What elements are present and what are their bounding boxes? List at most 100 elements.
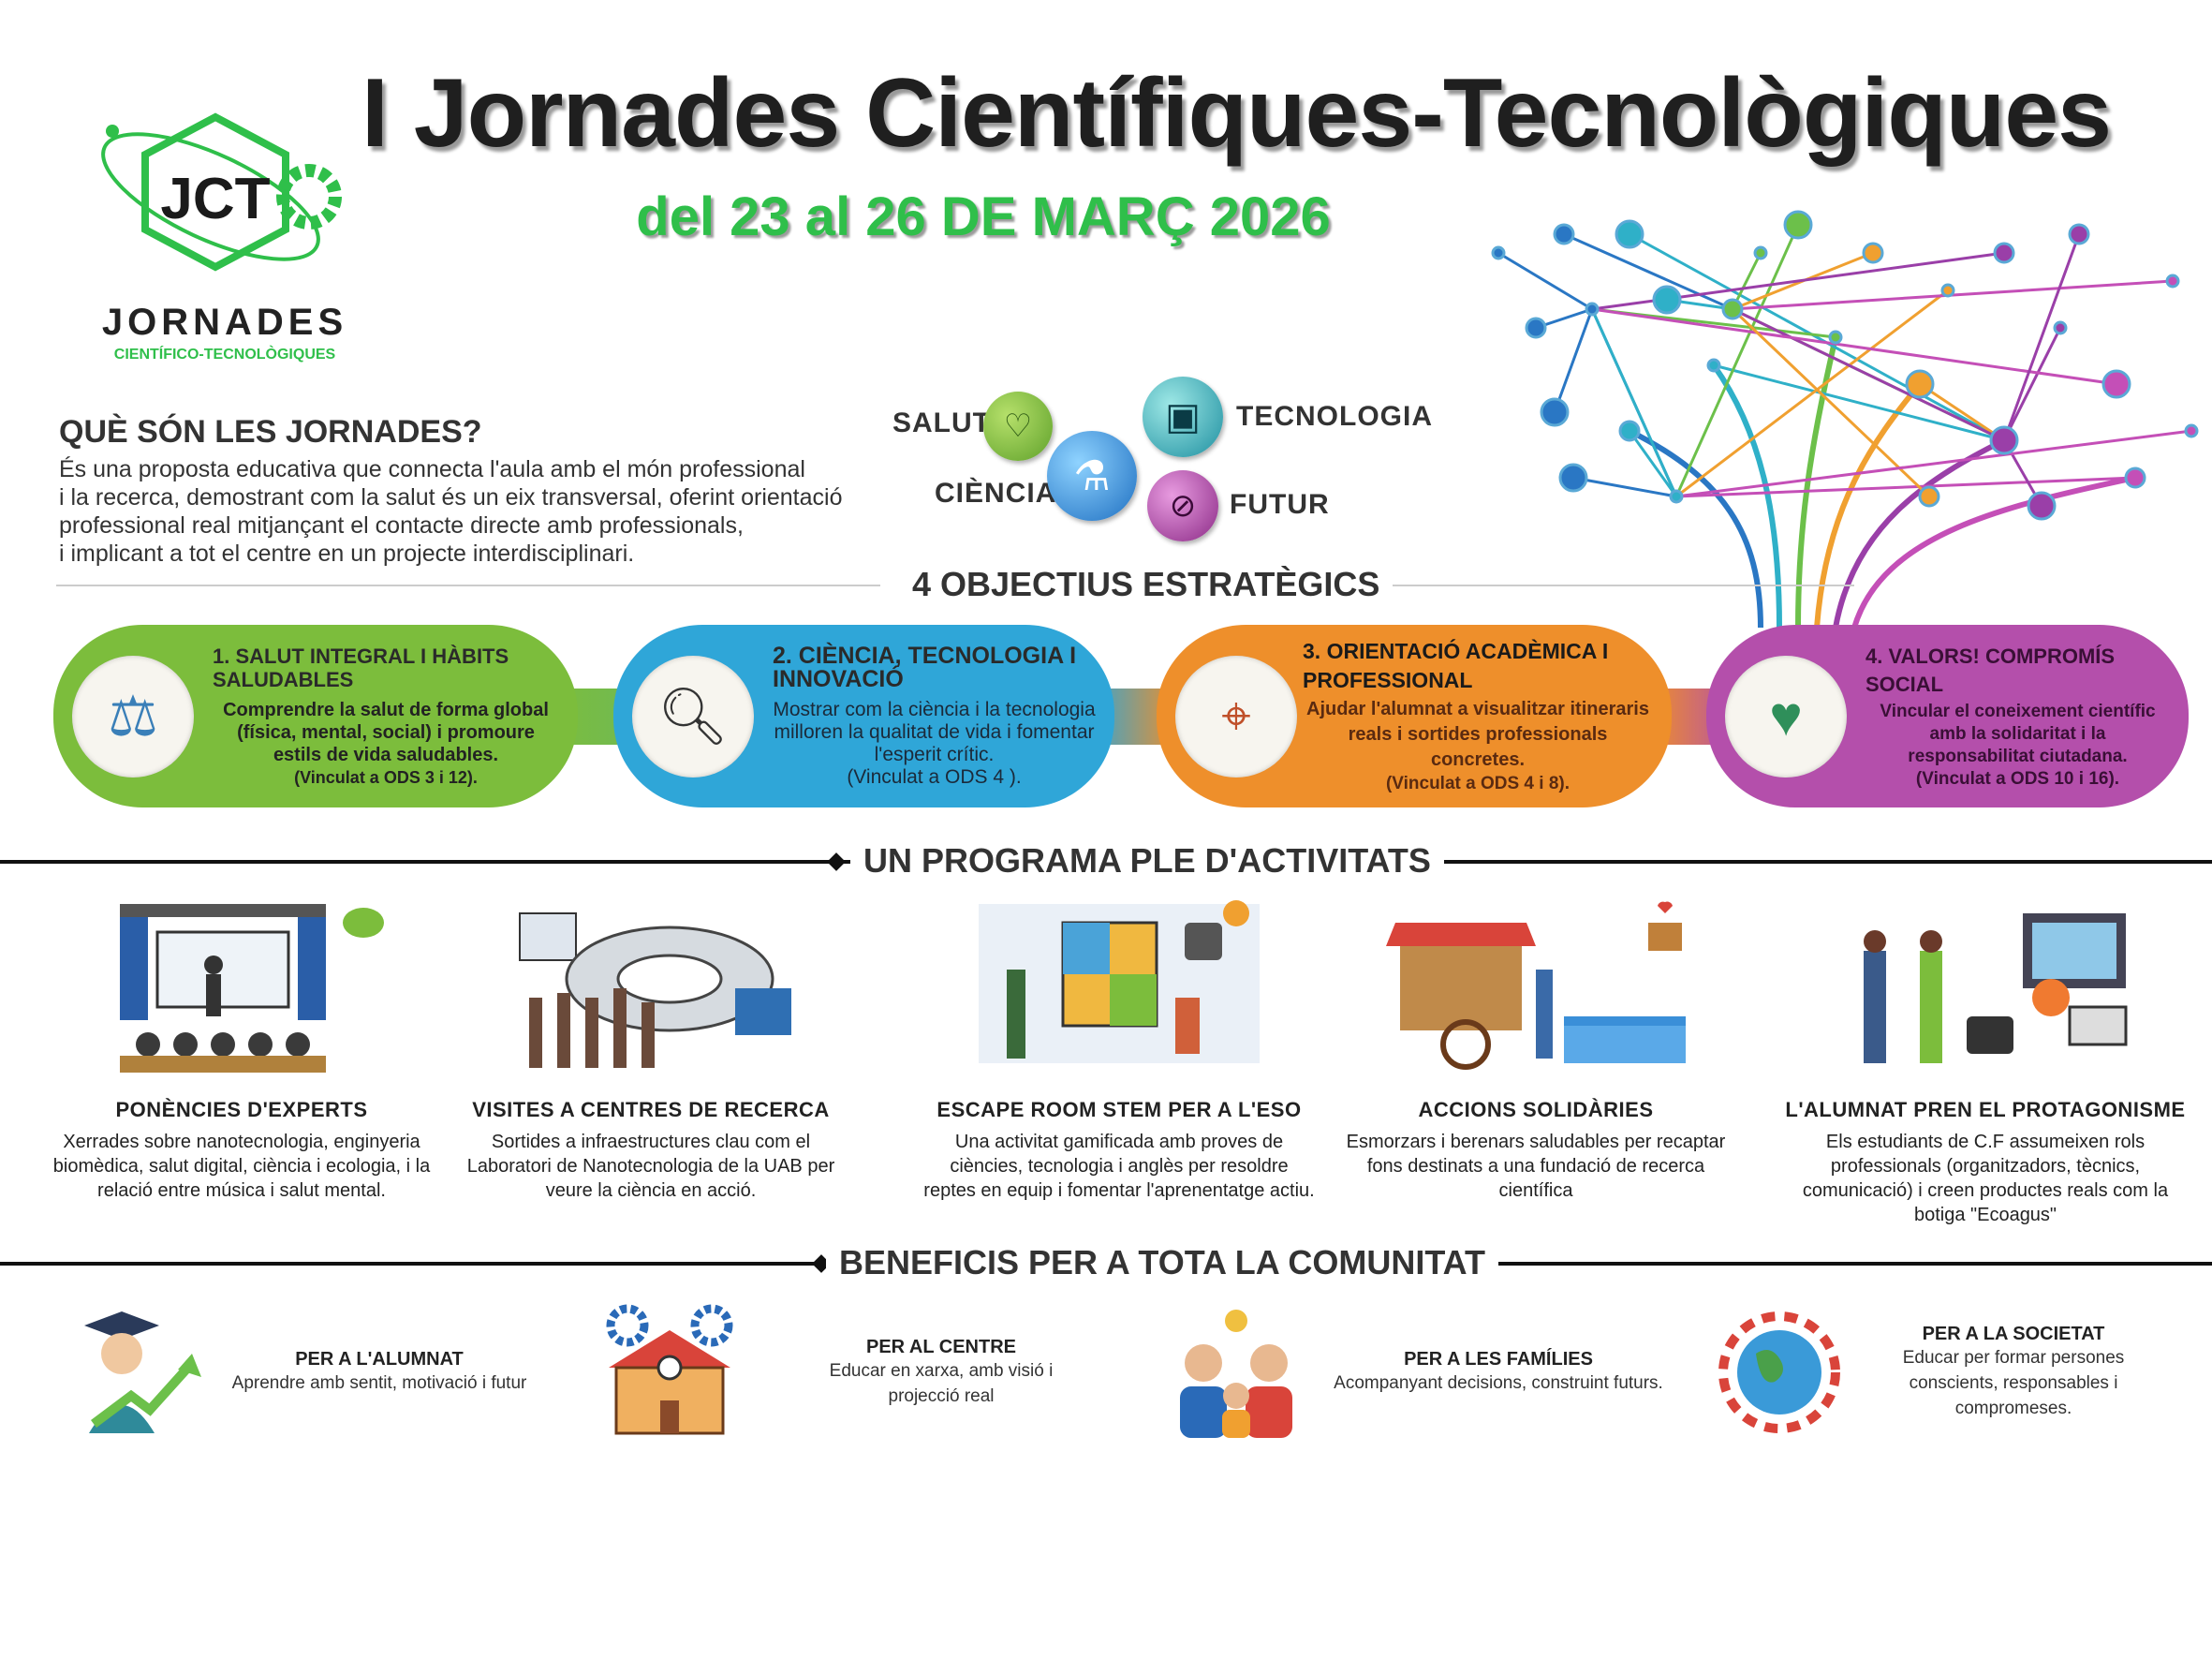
objectives-heading: 4 OBJECTIUS ESTRATÈGICS	[899, 565, 1394, 604]
benefit-text: Aprendre amb sentit, motivació i futur	[231, 1373, 527, 1393]
activity-title: ACCIONS SOLIDÀRIES	[1418, 1098, 1654, 1121]
network-node	[1721, 298, 1744, 320]
pillar-salut-label: SALUT	[892, 407, 991, 438]
network-node	[1993, 242, 2015, 264]
objective-ods: (Vinculat a ODS 3 i 12).	[294, 767, 478, 787]
network-link	[1713, 363, 2005, 442]
activity-title: ESCAPE ROOM STEM PER A L'ESO	[936, 1098, 1302, 1121]
intro-text: És una proposta educativa que connecta l…	[59, 455, 883, 568]
program-heading: UN PROGRAMA PLE D'ACTIVITATS	[850, 841, 1444, 881]
objective-ods: (Vinculat a ODS 4 i 8).	[1385, 774, 1571, 793]
jct-logo: JCT	[101, 112, 342, 272]
activity-visites: VISITES A CENTRES DE RECERCA Sortides a …	[454, 895, 848, 1203]
benefit-title: PER A L'ALUMNAT	[295, 1349, 464, 1370]
divider-diamond	[827, 852, 846, 871]
network-node	[1828, 330, 1843, 345]
benefit-title: PER AL CENTRE	[865, 1336, 1017, 1357]
network-link	[1629, 232, 2005, 442]
benefits-heading: BENEFICIS PER A TOTA LA COMUNITAT	[826, 1243, 1498, 1282]
globe-people-icon	[1718, 1311, 1840, 1433]
activity-ponencies: PONÈNCIES D'EXPERTS Xerrades sobre nanot…	[45, 895, 438, 1203]
network-link	[1919, 382, 2005, 442]
network-link	[1572, 476, 1677, 498]
objective-ods: (Vinculat a ODS 4 ).	[847, 765, 1022, 788]
network-link	[1675, 429, 2192, 498]
logo-tagline: CIENTÍFICO-TECNOLÒGIQUES	[113, 347, 336, 363]
family-icon	[1180, 1310, 1292, 1438]
network-link	[1628, 430, 1678, 497]
network-node	[1585, 302, 1600, 317]
network-node	[1783, 210, 1813, 240]
network-link	[1553, 308, 1594, 413]
network-node	[1753, 245, 1768, 260]
page-title: I Jornades Científiques-Tecnològiques	[361, 59, 2112, 168]
benefit-alumnat: PER A L'ALUMNAT Aprendre amb sentit, moti…	[75, 1302, 543, 1443]
network-node	[1553, 223, 1575, 245]
career-path-icon: ⌖	[1175, 655, 1297, 778]
network-node	[2027, 491, 2057, 521]
network-node	[1615, 219, 1644, 249]
logo-name: JORNADES	[101, 302, 348, 343]
benefit-title: PER A LES FAMÍLIES	[1404, 1349, 1593, 1370]
school-gears-icon	[606, 1304, 733, 1435]
magnifier-circuit-icon: 🔍︎	[632, 655, 754, 778]
logo-monogram: JCT	[160, 167, 270, 231]
charity-stall-illustration	[1386, 901, 1686, 1070]
network-node	[2165, 274, 2180, 289]
activity-text: Sortides a infraestructures clau com el …	[466, 1132, 835, 1201]
activity-accions-solidaries: ACCIONS SOLIDÀRIES Esmorzars i berenars …	[1339, 895, 1733, 1203]
network-node	[2184, 423, 2199, 438]
objective-title: 1. SALUT INTEGRAL I HÀBITS SALUDABLES	[213, 644, 509, 691]
balance-icon: ⚖	[72, 655, 194, 778]
pillar-futur-label: FUTUR	[1230, 489, 1330, 520]
activity-text: Xerrades sobre nanotecnologia, enginyeri…	[52, 1132, 431, 1201]
flask-icon: ⚗	[1047, 431, 1137, 521]
network-node	[1862, 242, 1884, 264]
objective-text: Ajudar l'alumnat a visualitzar itinerari…	[1306, 699, 1649, 770]
network-link	[2002, 233, 2081, 441]
network-node	[2101, 369, 2131, 399]
objective-card-4: ♥ 4. VALORS! COMPROMÍS SOCIAL Vincular e…	[1706, 625, 2189, 807]
divider	[56, 585, 880, 586]
objective-title: 4. VALORS! COMPROMÍS SOCIAL	[1865, 644, 2116, 696]
benefit-families: PER A LES FAMÍLIES Acompanyant decisions,…	[1166, 1302, 1690, 1443]
network-tree-illustration	[1491, 210, 2199, 628]
network-node	[2068, 223, 2090, 245]
network-node	[1918, 485, 1940, 508]
network-node	[1989, 425, 2019, 455]
activity-title: PONÈNCIES D'EXPERTS	[115, 1098, 368, 1121]
network-node	[1940, 283, 1955, 298]
activity-text: Els estudiants de C.F assumeixen rols pr…	[1802, 1132, 2169, 1225]
students-roles-illustration	[1864, 913, 2128, 1063]
hands-heart-globe-icon: ♥	[1725, 655, 1847, 778]
network-link	[1674, 224, 1800, 497]
objective-card-3: ⌖ 3. ORIENTACIÓ ACADÈMICA I PROFESSIONAL…	[1157, 625, 1672, 807]
objective-card-1: ⚖ 1. SALUT INTEGRAL I HÀBITS SALUDABLES …	[53, 625, 578, 807]
objective-text: Mostrar com la ciència i la tecnologia m…	[773, 698, 1096, 765]
activity-text: Una activitat gamificada amb proves de c…	[923, 1132, 1315, 1201]
network-link	[1732, 307, 2005, 442]
network-node	[1618, 420, 1641, 442]
benefit-text: Educar en xarxa, amb visió i projecció r…	[829, 1360, 1054, 1406]
network-link	[1675, 289, 1949, 498]
network-link	[1675, 476, 2136, 498]
network-node	[1540, 397, 1570, 427]
event-dates: del 23 al 26 DE MARÇ 2026	[636, 186, 1331, 247]
intro-line: i la recerca, demostrant com la salut és…	[59, 484, 843, 511]
network-node	[1706, 358, 1721, 373]
network-node	[1558, 463, 1588, 493]
benefit-text: Educar per formar persones conscients, r…	[1902, 1348, 2125, 1418]
intro-line: i implicant a tot el centre en un projec…	[59, 541, 635, 567]
activity-title: L'ALUMNAT PREN EL PROTAGONISME	[1785, 1098, 2186, 1121]
divider	[1367, 585, 1854, 586]
intro-heading: QUÈ SÓN LES JORNADES?	[59, 414, 482, 450]
objective-text: Comprendre la salut de forma global (fís…	[223, 699, 549, 765]
pillar-ciencia-label: CIÈNCIA	[935, 478, 1057, 509]
pillar-tecnologia-label: TECNOLOGIA	[1236, 401, 1433, 432]
network-link	[2002, 327, 2062, 441]
objective-title: 2. CIÈNCIA, TECNOLOGIA I INNOVACIÓ	[773, 642, 1077, 692]
network-node	[1652, 285, 1682, 315]
objective-ods: (Vinculat a ODS 10 i 16).	[1915, 768, 2120, 789]
benefit-text: Acompanyant decisions, construint futurs…	[1334, 1373, 1663, 1393]
